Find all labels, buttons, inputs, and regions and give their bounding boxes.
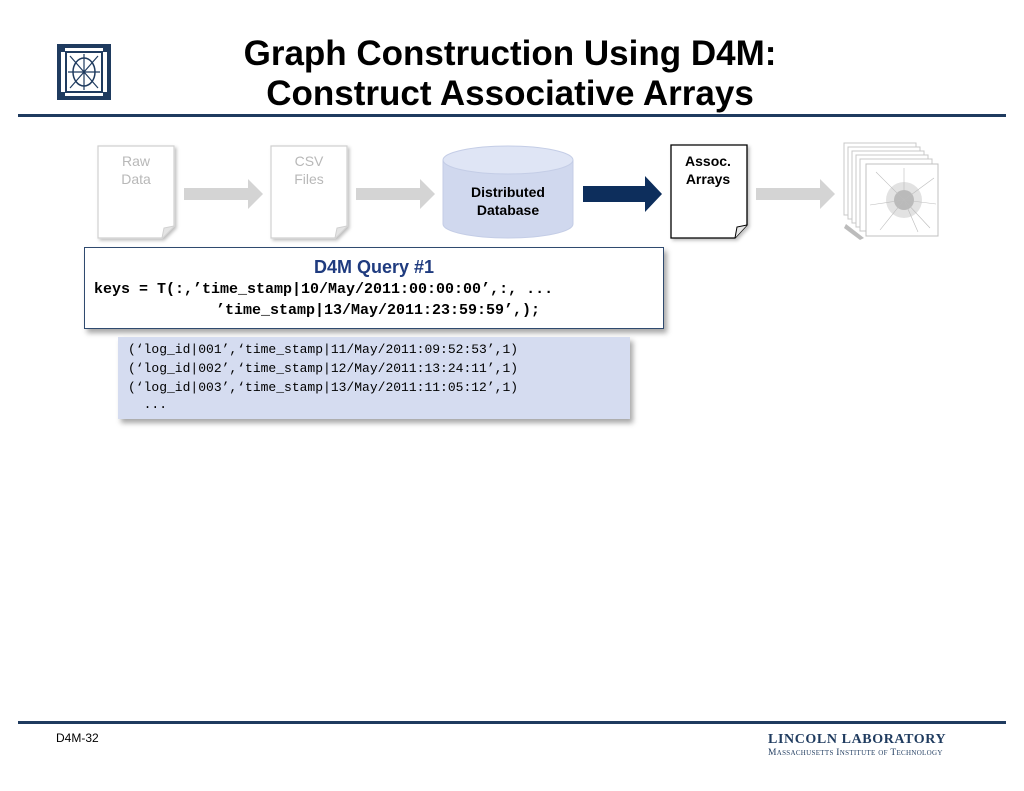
- result-ellipsis: ...: [128, 397, 168, 412]
- query-title: D4M Query #1: [313, 257, 435, 277]
- result-box: (‘log_id|001’,‘time_stamp|11/May/2011:09…: [118, 337, 630, 419]
- slide-number: D4M-32: [56, 731, 99, 745]
- lab-name: LINCOLN LABORATORY: [768, 732, 947, 747]
- arrow-assoc-to-graph-icon: [756, 179, 835, 209]
- title-line-2: Construct Associative Arrays: [266, 74, 754, 113]
- header-divider: [18, 114, 1006, 117]
- csv-files-label: CSV Files: [294, 153, 324, 187]
- query-line-2: ’time_stamp|13/May/2011:23:59:59’,);: [216, 302, 541, 319]
- distributed-database-label: Distributed Database: [471, 184, 545, 218]
- result-line-1: (‘log_id|001’,‘time_stamp|11/May/2011:09…: [128, 342, 519, 357]
- assoc-arrays-label: Assoc. Arrays: [685, 153, 731, 187]
- result-line-2: (‘log_id|002’,‘time_stamp|12/May/2011:13…: [128, 361, 519, 376]
- arrow-csv-to-database-icon: [356, 179, 435, 209]
- raw-data-label: Raw Data: [121, 153, 151, 187]
- slide-title: Graph Construction Using D4M: Construct …: [200, 34, 820, 114]
- database-cylinder-icon: [442, 145, 574, 239]
- csv-files-document-icon: [270, 145, 348, 239]
- query-line-1: keys = T(:,’time_stamp|10/May/2011:00:00…: [94, 281, 554, 298]
- pipeline-diagram: [97, 142, 939, 240]
- mit-ll-logo-icon: [57, 44, 111, 100]
- result-line-3: (‘log_id|003’,‘time_stamp|13/May/2011:11…: [128, 380, 519, 395]
- title-line-1: Graph Construction Using D4M:: [243, 34, 777, 73]
- assoc-arrays-document-icon: [670, 144, 748, 239]
- graph-stack-icon: [843, 142, 939, 240]
- footer-divider: [18, 721, 1006, 724]
- lab-subtitle: Massachusetts Institute of Technology: [768, 748, 943, 758]
- arrow-raw-to-csv-icon: [184, 179, 263, 209]
- raw-data-document-icon: [97, 145, 175, 239]
- query-box: D4M Query #1 keys = T(:,’time_stamp|10/M…: [84, 247, 664, 329]
- arrow-database-to-assoc-icon: [583, 176, 662, 212]
